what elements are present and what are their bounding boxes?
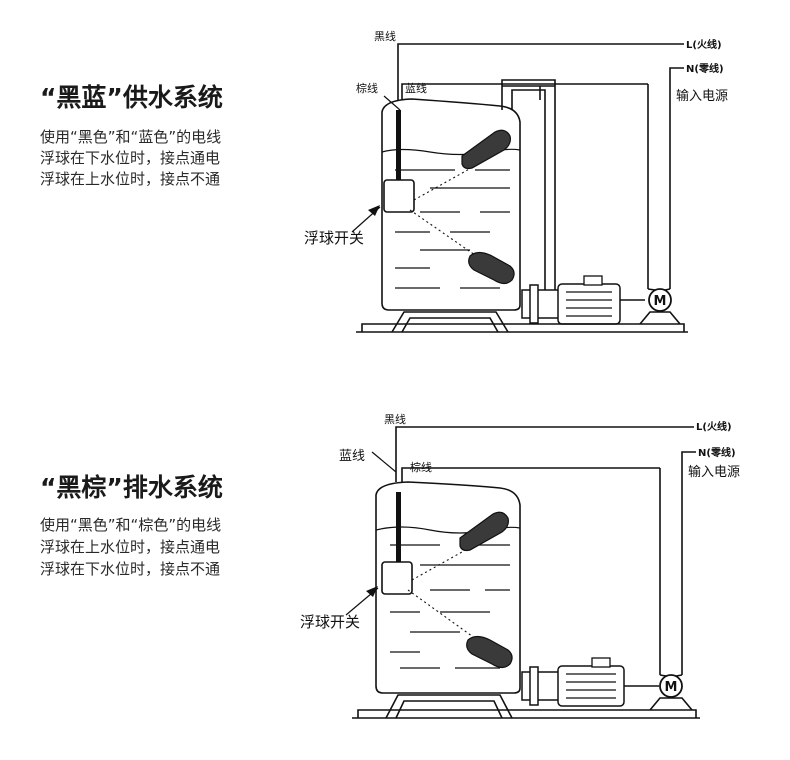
wiring (371, 426, 696, 675)
desc-line: 使用“黑色”和“蓝色”的电线 (40, 128, 221, 146)
panel-title: “黑棕”排水系统 (40, 473, 223, 502)
desc-line: 浮球在上水位时，接点不通 (40, 170, 220, 188)
desc-line: 浮球在下水位时，接点通电 (40, 149, 220, 167)
motor: M (659, 674, 683, 698)
power-label: 输入电源 (688, 464, 740, 480)
water-tank (381, 98, 521, 311)
desc-line: 浮球在上水位时，接点通电 (40, 538, 220, 556)
water-tank (375, 481, 521, 694)
live-label: L(火线) (696, 420, 732, 433)
float-upper-position (459, 511, 509, 552)
wire-label-right: 棕线 (410, 460, 432, 474)
switch-wire (401, 467, 660, 482)
float-switch-label: 浮球开关 (304, 229, 364, 247)
pump (521, 275, 645, 325)
motor-label: M (654, 294, 667, 309)
live-label: L(火线) (686, 38, 722, 51)
label-leader (371, 451, 397, 473)
swing-line-lower (409, 209, 486, 263)
motor: M (647, 288, 672, 312)
float-switch (383, 110, 515, 285)
desc-line: 浮球在下水位时，接点不通 (40, 560, 220, 578)
motor-label: M (665, 680, 678, 695)
float-lower-position (466, 635, 513, 669)
base (356, 311, 688, 333)
panel-supply: “黑蓝”供水系统 使用“黑色”和“蓝色”的电线 浮球在下水位时，接点通电 浮球在… (40, 29, 728, 333)
pump (521, 657, 659, 707)
label-leader (383, 95, 401, 111)
wire-label-right: 蓝线 (405, 81, 427, 95)
neutral-label: N(零线) (686, 62, 724, 75)
wiring (383, 43, 684, 289)
switch-wire (401, 83, 648, 100)
float-cable (396, 110, 401, 182)
power-label: 输入电源 (676, 88, 728, 104)
float-cable (396, 492, 401, 562)
switch-body (383, 179, 415, 213)
wire-label-left: 棕线 (356, 81, 378, 95)
swing-line-lower (407, 589, 484, 645)
float-switch-label: 浮球开关 (300, 613, 360, 631)
base (352, 694, 700, 719)
panel-drainage: “黑棕”排水系统 使用“黑色”和“棕色”的电线 浮球在上水位时，接点通电 浮球在… (40, 412, 740, 719)
float-switch (381, 492, 513, 669)
float-lower-position (468, 251, 515, 285)
pipe (501, 79, 556, 310)
neutral-label: N(零线) (698, 446, 736, 459)
panel-title: “黑蓝”供水系统 (40, 83, 223, 112)
live-wire (395, 426, 694, 482)
wire-label-black: 黑线 (374, 29, 396, 43)
wire-label-black: 黑线 (384, 412, 406, 426)
arrow-head (366, 586, 378, 597)
live-wire (397, 43, 684, 100)
float-upper-position (461, 129, 511, 170)
wire-label-left: 蓝线 (339, 449, 365, 464)
neutral-wire (669, 67, 684, 289)
neutral-wire (681, 451, 696, 675)
arrow-head (368, 205, 380, 216)
desc-line: 使用“黑色”和“棕色”的电线 (40, 516, 221, 534)
switch-body (381, 561, 413, 595)
